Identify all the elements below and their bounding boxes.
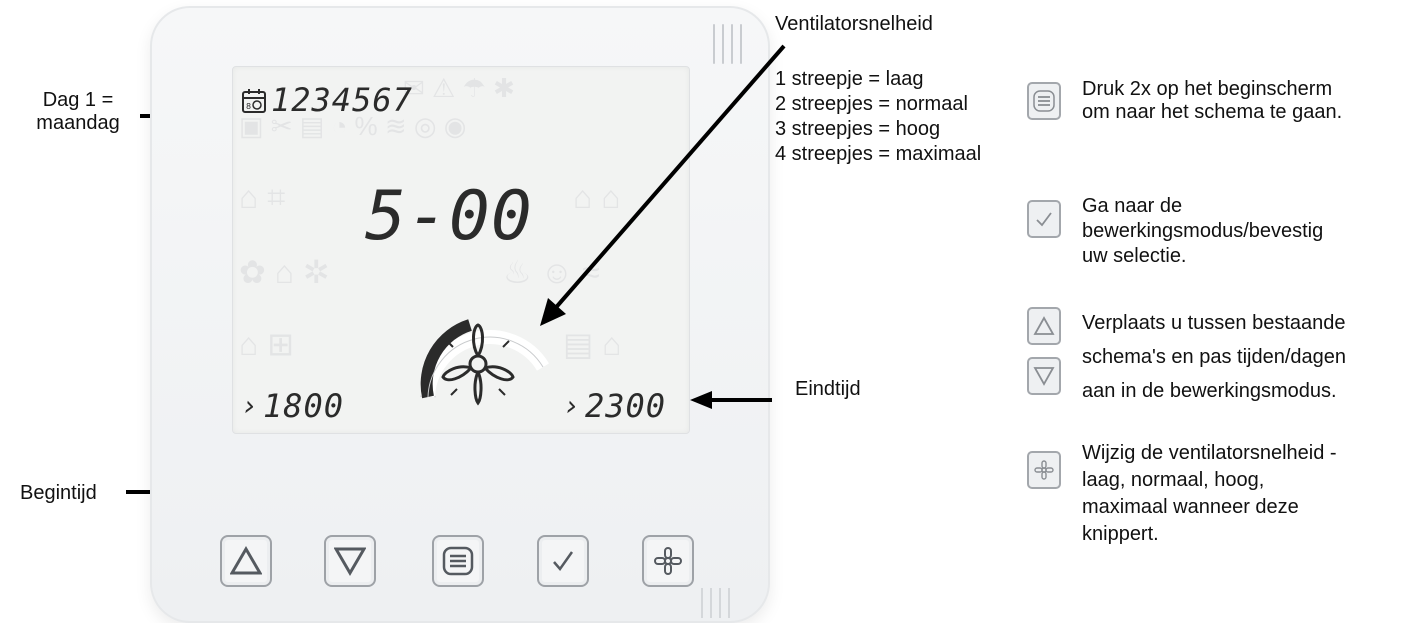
vent-slots-bottom (694, 588, 730, 623)
start-time-marker: › (241, 389, 259, 422)
fan-level-1: 1 streepje = laag (775, 68, 924, 90)
end-time-marker: › (563, 389, 581, 422)
menu-icon (1033, 90, 1055, 112)
legend-line: Verplaats u tussen bestaande (1082, 312, 1346, 334)
legend-line: aan in de bewerkingsmodus. (1082, 380, 1337, 402)
menu-button[interactable] (432, 535, 484, 587)
start-label: Begintijd (20, 482, 97, 504)
fan-level-3: 3 streepjes = hoog (775, 118, 941, 140)
legend-fan-text: Wijzig de ventilatorsnelheid - laag, nor… (1082, 440, 1337, 548)
start-time-display: 1800 (263, 387, 345, 425)
ghost-icons-row5b: ▤ ⌂ (563, 326, 622, 362)
legend-line: knippert. (1082, 523, 1159, 545)
legend-up-icon (1027, 307, 1061, 345)
legend-line: laag, normaal, hoog, (1082, 469, 1265, 491)
calendar-icon: 8 (242, 89, 266, 113)
legend-line: bewerkingsmodus/bevestig (1082, 220, 1324, 242)
lcd-screen: ✉ ⚠ ☂ ✱ ▣ ✂ ▤ ◔ % ≋ ◎ ◉ ⌂ ⌗ ⌂ ⌂ ✿ ⌂ ✲ ♨ … (232, 66, 690, 434)
end-time-display: 2300 (585, 387, 667, 425)
legend-line: maximaal wanneer deze (1082, 496, 1299, 518)
down-arrow-icon (1033, 367, 1055, 386)
legend-fan-icon (1027, 451, 1061, 489)
up-arrow-icon (1033, 316, 1055, 335)
ghost-icons-row1: ✉ ⚠ ☂ ✱ (403, 73, 515, 103)
vent-slots-top (706, 24, 742, 69)
legend-line: schema's en pas tijden/dagen (1082, 346, 1346, 368)
fan-icon (654, 547, 682, 575)
check-icon (553, 551, 574, 572)
end-arrow (690, 391, 772, 409)
menu-icon (442, 546, 474, 576)
legend-line: uw selectie. (1082, 245, 1187, 267)
ghost-icons-row3: ⌂ ⌗ (239, 179, 286, 215)
fan-speed-title: Ventilatorsnelheid (775, 13, 933, 35)
fan-level-2: 2 streepjes = normaal (775, 93, 968, 115)
fan-icon (1034, 460, 1054, 480)
legend-line: Ga naar de (1082, 195, 1183, 217)
ghost-icons-row4b: ♨ ☺ ≈ (503, 254, 600, 290)
legend-line: om naar het schema te gaan. (1082, 101, 1343, 123)
end-label: Eindtijd (795, 378, 861, 400)
legend-check-icon (1027, 200, 1061, 238)
days-display: 1234567 (271, 81, 413, 119)
svg-text:8: 8 (246, 102, 251, 111)
fan-icon (441, 323, 515, 406)
down-arrow-icon (334, 547, 366, 576)
up-arrow-icon (230, 546, 262, 575)
check-icon (1036, 212, 1052, 227)
fan-arrow (540, 44, 786, 326)
fan-speed-button[interactable] (642, 535, 694, 587)
legend-line: Druk 2x op het beginscherm (1082, 78, 1333, 100)
legend-down-icon (1027, 357, 1061, 395)
ghost-icons-row5: ⌂ ⊞ (239, 326, 295, 362)
legend-menu-text: Druk 2x op het beginscherm om naar het s… (1082, 78, 1342, 124)
thermostat-device: ✉ ⚠ ☂ ✱ ▣ ✂ ▤ ◔ % ≋ ◎ ◉ ⌂ ⌗ ⌂ ⌂ ✿ ⌂ ✲ ♨ … (150, 6, 770, 623)
ghost-icons-row4: ✿ ⌂ ✲ (239, 254, 330, 290)
legend-updown-text: Verplaats u tussen bestaande schema's en… (1082, 306, 1346, 408)
confirm-button[interactable] (537, 535, 589, 587)
day-label-line1: Dag 1 = (42, 89, 114, 111)
ghost-icons-row2: ▣ ✂ ▤ ◔ % ≋ ◎ ◉ (239, 111, 467, 141)
program-display: 5-00 (365, 177, 533, 256)
day-label: Dag 1 = maandag (28, 89, 128, 135)
fan-level-4: 4 streepjes = maximaal (775, 143, 982, 165)
legend-menu-icon (1027, 82, 1061, 120)
up-button[interactable] (220, 535, 272, 587)
fan-bar-active (420, 319, 473, 399)
down-button[interactable] (324, 535, 376, 587)
ghost-icons-row3b: ⌂ ⌂ (573, 179, 621, 215)
day-label-line2: maandag (36, 112, 120, 134)
legend-line: Wijzig de ventilatorsnelheid - (1082, 442, 1337, 464)
legend-check-text: Ga naar de bewerkingsmodus/bevestig uw s… (1082, 194, 1323, 269)
